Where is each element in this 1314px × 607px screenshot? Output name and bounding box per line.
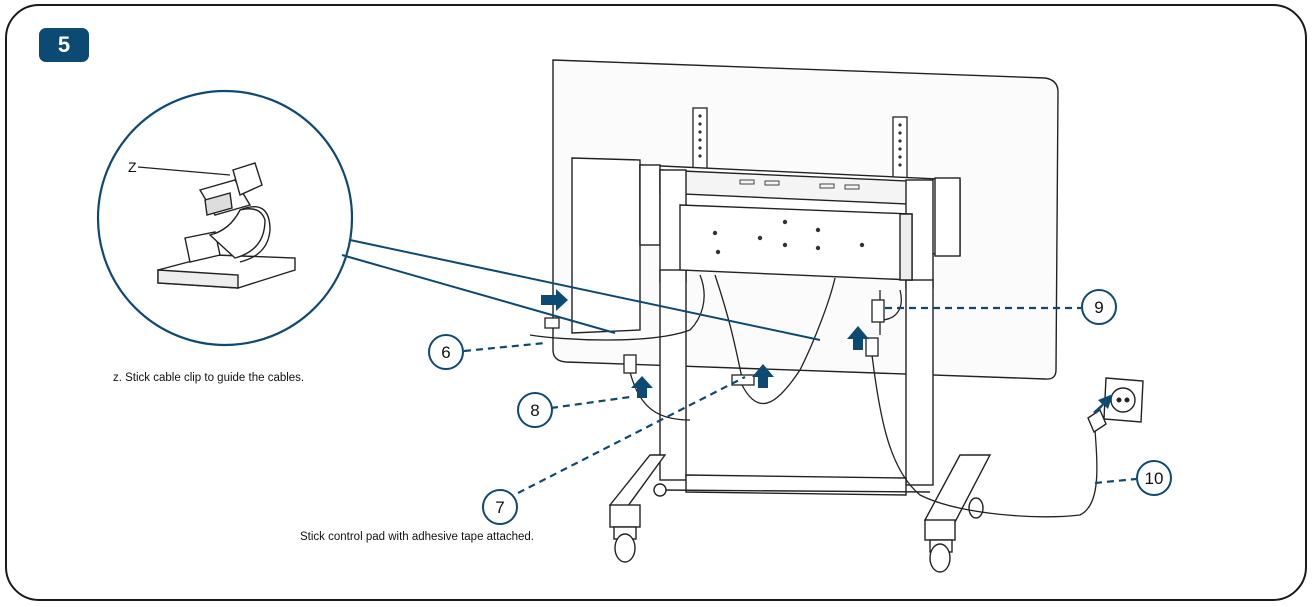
- cables: [529, 274, 1098, 518]
- vesa-brackets: [692, 107, 908, 180]
- callout-8: 8: [517, 392, 553, 428]
- up-arrow-icon: [752, 364, 774, 388]
- up-arrow-icon: [631, 376, 653, 398]
- callout-6: 6: [428, 334, 464, 370]
- step-number-badge: 5: [39, 28, 89, 62]
- svg-text:8: 8: [530, 401, 539, 420]
- cable-clip-detail: Z: [96, 89, 821, 347]
- up-arrow-icon: [847, 326, 869, 350]
- cable-clip-caption: z. Stick cable clip to guide the cables.: [113, 372, 305, 384]
- caster-wheels: [613, 483, 984, 573]
- control-pad-caption: Stick control pad with adhesive tape att…: [300, 531, 534, 543]
- plug-arrow-icon: [1093, 394, 1113, 414]
- callout-badges: 6 7 8 9 10: [428, 289, 1172, 525]
- control-box: [679, 204, 913, 281]
- detail-letter: Z: [128, 159, 137, 175]
- direction-arrows: [541, 289, 1113, 414]
- svg-text:10: 10: [1145, 469, 1164, 488]
- wall-socket-icon: [1087, 377, 1144, 434]
- cable-clip-icon: [157, 162, 296, 289]
- callout-10: 10: [1136, 460, 1172, 496]
- callout-leaders: [463, 306, 1137, 494]
- stand-base: [608, 454, 992, 541]
- callout-9: 9: [1081, 289, 1117, 325]
- right-arrow-icon: [541, 289, 568, 311]
- page-frame: [5, 4, 1307, 601]
- connectors: [544, 299, 885, 386]
- svg-text:9: 9: [1094, 298, 1103, 317]
- lift-columns: [659, 169, 934, 486]
- callout-7: 7: [482, 489, 518, 525]
- svg-text:7: 7: [495, 498, 504, 517]
- svg-text:6: 6: [441, 343, 450, 362]
